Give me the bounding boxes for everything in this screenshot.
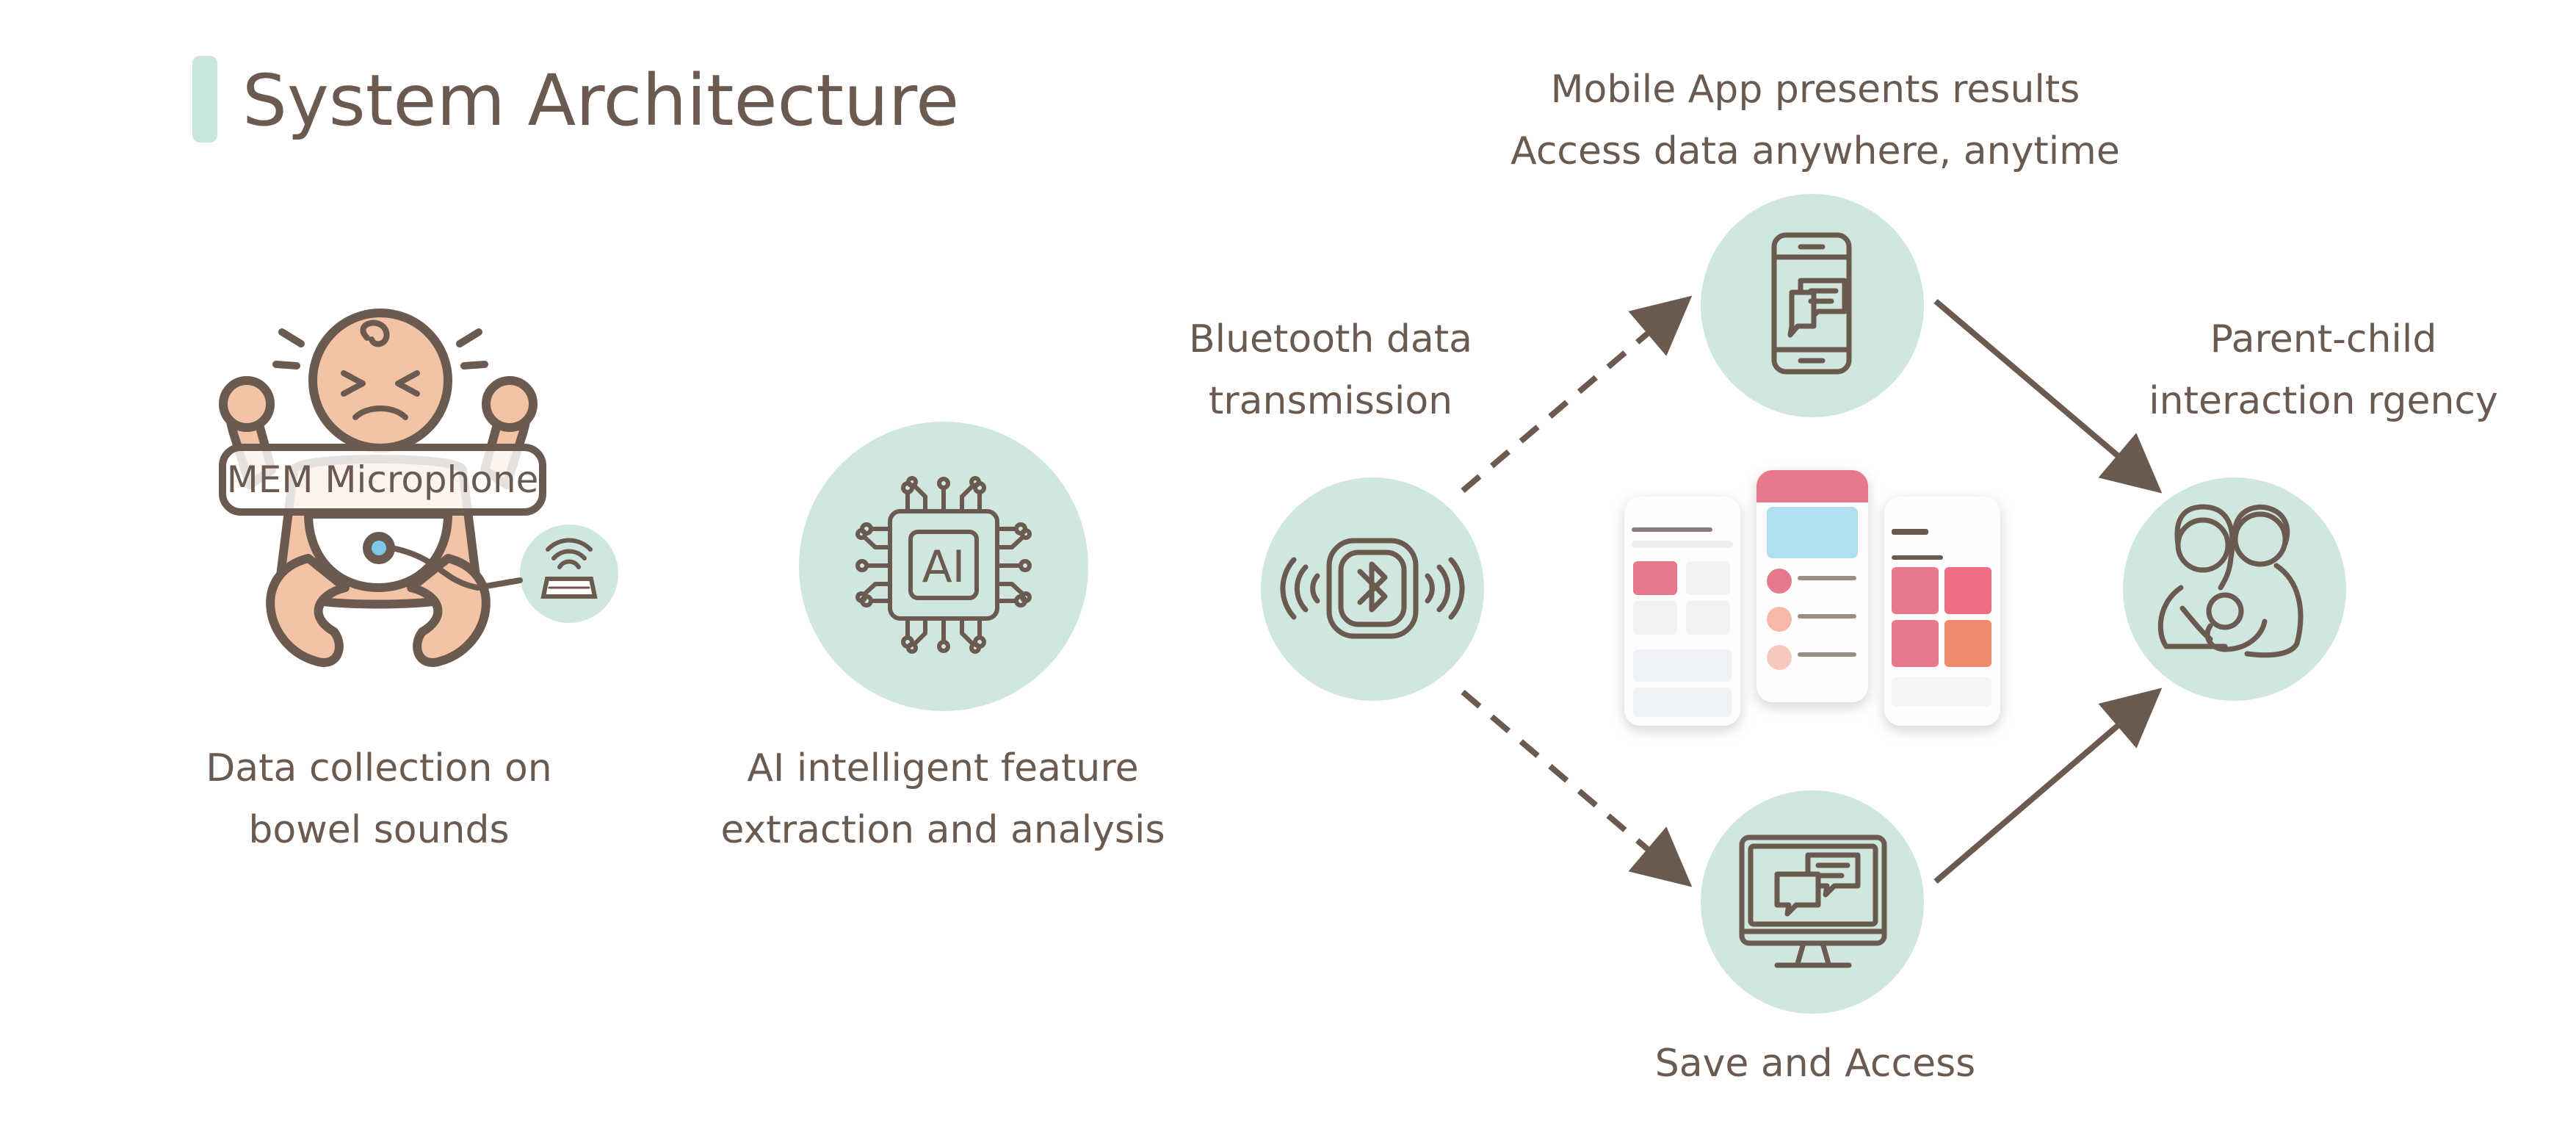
- arrow-bluetooth-to-mobile: [1461, 295, 1693, 494]
- parent-child-icon: [2157, 504, 2304, 658]
- arrow-save-to-parent: [1933, 688, 2163, 884]
- mem-microphone-label: MEM Microphone: [219, 444, 546, 516]
- label-data-collection: Data collection on bowel sounds: [206, 746, 552, 852]
- arrow-bluetooth-to-save: [1461, 689, 1693, 887]
- ai-circle: [799, 422, 1088, 711]
- smartphone-icon: [1771, 232, 1852, 375]
- phone-mockup-left: [1624, 497, 1740, 726]
- title-accent-bar: [192, 56, 217, 143]
- page-title: System Architecture: [242, 60, 960, 142]
- label-save: Save and Access: [1654, 1042, 1976, 1086]
- baby-icon: [219, 309, 538, 667]
- phone-mockup-right: [1884, 497, 2000, 726]
- arrow-mobile-to-parent: [1933, 298, 2163, 494]
- bluetooth-icon: [1280, 538, 1465, 639]
- desktop-monitor-icon: [1739, 834, 1887, 968]
- label-ai: AI intelligent feature extraction and an…: [720, 746, 1165, 852]
- label-mobile: Mobile App presents results Access data …: [1510, 68, 2120, 173]
- sensor-device-icon: [540, 538, 598, 599]
- label-bluetooth: Bluetooth data transmission: [1188, 317, 1473, 423]
- parent-circle: [2123, 477, 2346, 701]
- ai-chip-icon: [855, 476, 1032, 654]
- ai-chip-text: AI: [922, 541, 966, 593]
- label-parent: Parent-child interaction rgency: [2149, 317, 2498, 423]
- phone-mockup-center: [1756, 470, 1868, 702]
